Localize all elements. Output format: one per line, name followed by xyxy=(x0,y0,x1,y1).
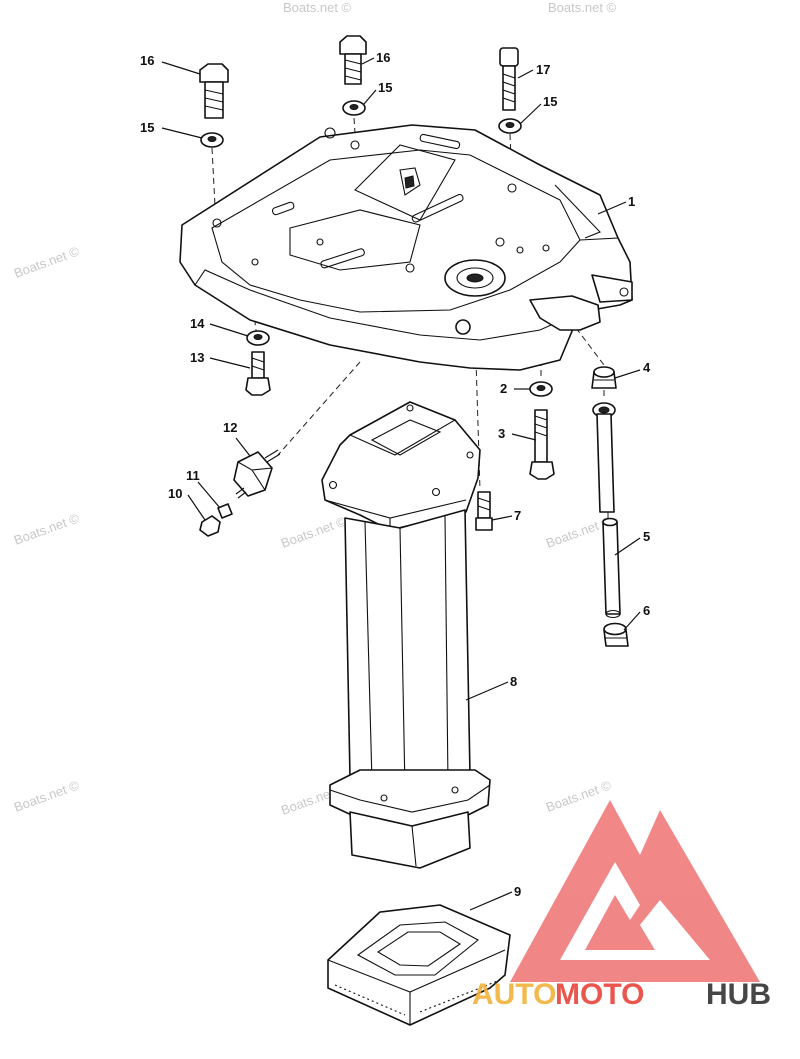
watermark: Boats.net © xyxy=(12,510,82,548)
callout-11: 11 xyxy=(186,468,200,483)
callout-5: 5 xyxy=(643,529,650,544)
callout-16-left: 16 xyxy=(140,53,154,68)
callout-6: 6 xyxy=(643,603,650,618)
bolt-part-17 xyxy=(499,47,519,111)
brand-hub: HUB xyxy=(706,978,771,1011)
washer-part-11 xyxy=(217,503,233,519)
bolt-part-3 xyxy=(529,409,555,480)
callout-16-middle: 16 xyxy=(376,50,390,65)
bolt-part-16-middle xyxy=(339,35,367,85)
nut-part-10 xyxy=(199,515,221,537)
grommet-part-6 xyxy=(603,622,629,647)
bolt-part-13 xyxy=(245,351,271,396)
callout-8: 8 xyxy=(510,674,517,689)
callout-15-right: 15 xyxy=(543,94,557,109)
brand-auto: AUTO xyxy=(472,978,556,1011)
automotohub-logo: AUTO MOTO HUB xyxy=(472,800,771,1011)
washer-part-15-left xyxy=(200,132,224,148)
bolt-part-7 xyxy=(475,491,493,531)
mounting-plate-part-1 xyxy=(179,124,633,371)
callout-15-left: 15 xyxy=(140,120,154,135)
brand-moto: MOTO xyxy=(555,978,644,1011)
callout-2: 2 xyxy=(500,381,507,396)
washer-part-2 xyxy=(529,381,553,397)
callout-7: 7 xyxy=(514,508,521,523)
callout-1: 1 xyxy=(628,194,635,209)
watermark: Boats.net © xyxy=(544,777,614,815)
callout-4: 4 xyxy=(643,360,651,375)
grommet-part-4 xyxy=(591,366,617,389)
callout-10: 10 xyxy=(168,486,182,501)
seal-part-9 xyxy=(327,904,511,1026)
callout-15-middle: 15 xyxy=(378,80,392,95)
rubber-mount-part-12 xyxy=(233,449,281,499)
watermark: Boats.net © xyxy=(12,777,82,815)
washer-part-15-middle xyxy=(342,100,366,116)
callout-17: 17 xyxy=(536,62,550,77)
pipe-part-5 xyxy=(592,402,621,619)
callout-13: 13 xyxy=(190,350,204,365)
callout-14: 14 xyxy=(190,316,205,331)
bolt-part-16-left xyxy=(199,63,229,119)
callout-labels: 16 15 16 15 17 15 1 14 13 2 3 4 5 6 7 8 … xyxy=(140,50,651,899)
logo-triangle-mark xyxy=(510,800,760,982)
watermark: Boats.net © xyxy=(12,243,82,281)
callout-9: 9 xyxy=(514,884,521,899)
washer-part-14 xyxy=(246,330,270,346)
washer-part-15-right xyxy=(498,118,522,134)
leader-lines xyxy=(161,57,641,911)
exhaust-guide-part-8 xyxy=(321,401,491,869)
callout-3: 3 xyxy=(498,426,505,441)
watermark: Boats.net © xyxy=(548,0,617,15)
watermark: Boats.net © xyxy=(283,0,352,15)
callout-12: 12 xyxy=(223,420,237,435)
watermark: Boats.net © xyxy=(279,513,349,551)
watermarks: Boats.net © Boats.net © Boats.net © Boat… xyxy=(12,0,617,818)
